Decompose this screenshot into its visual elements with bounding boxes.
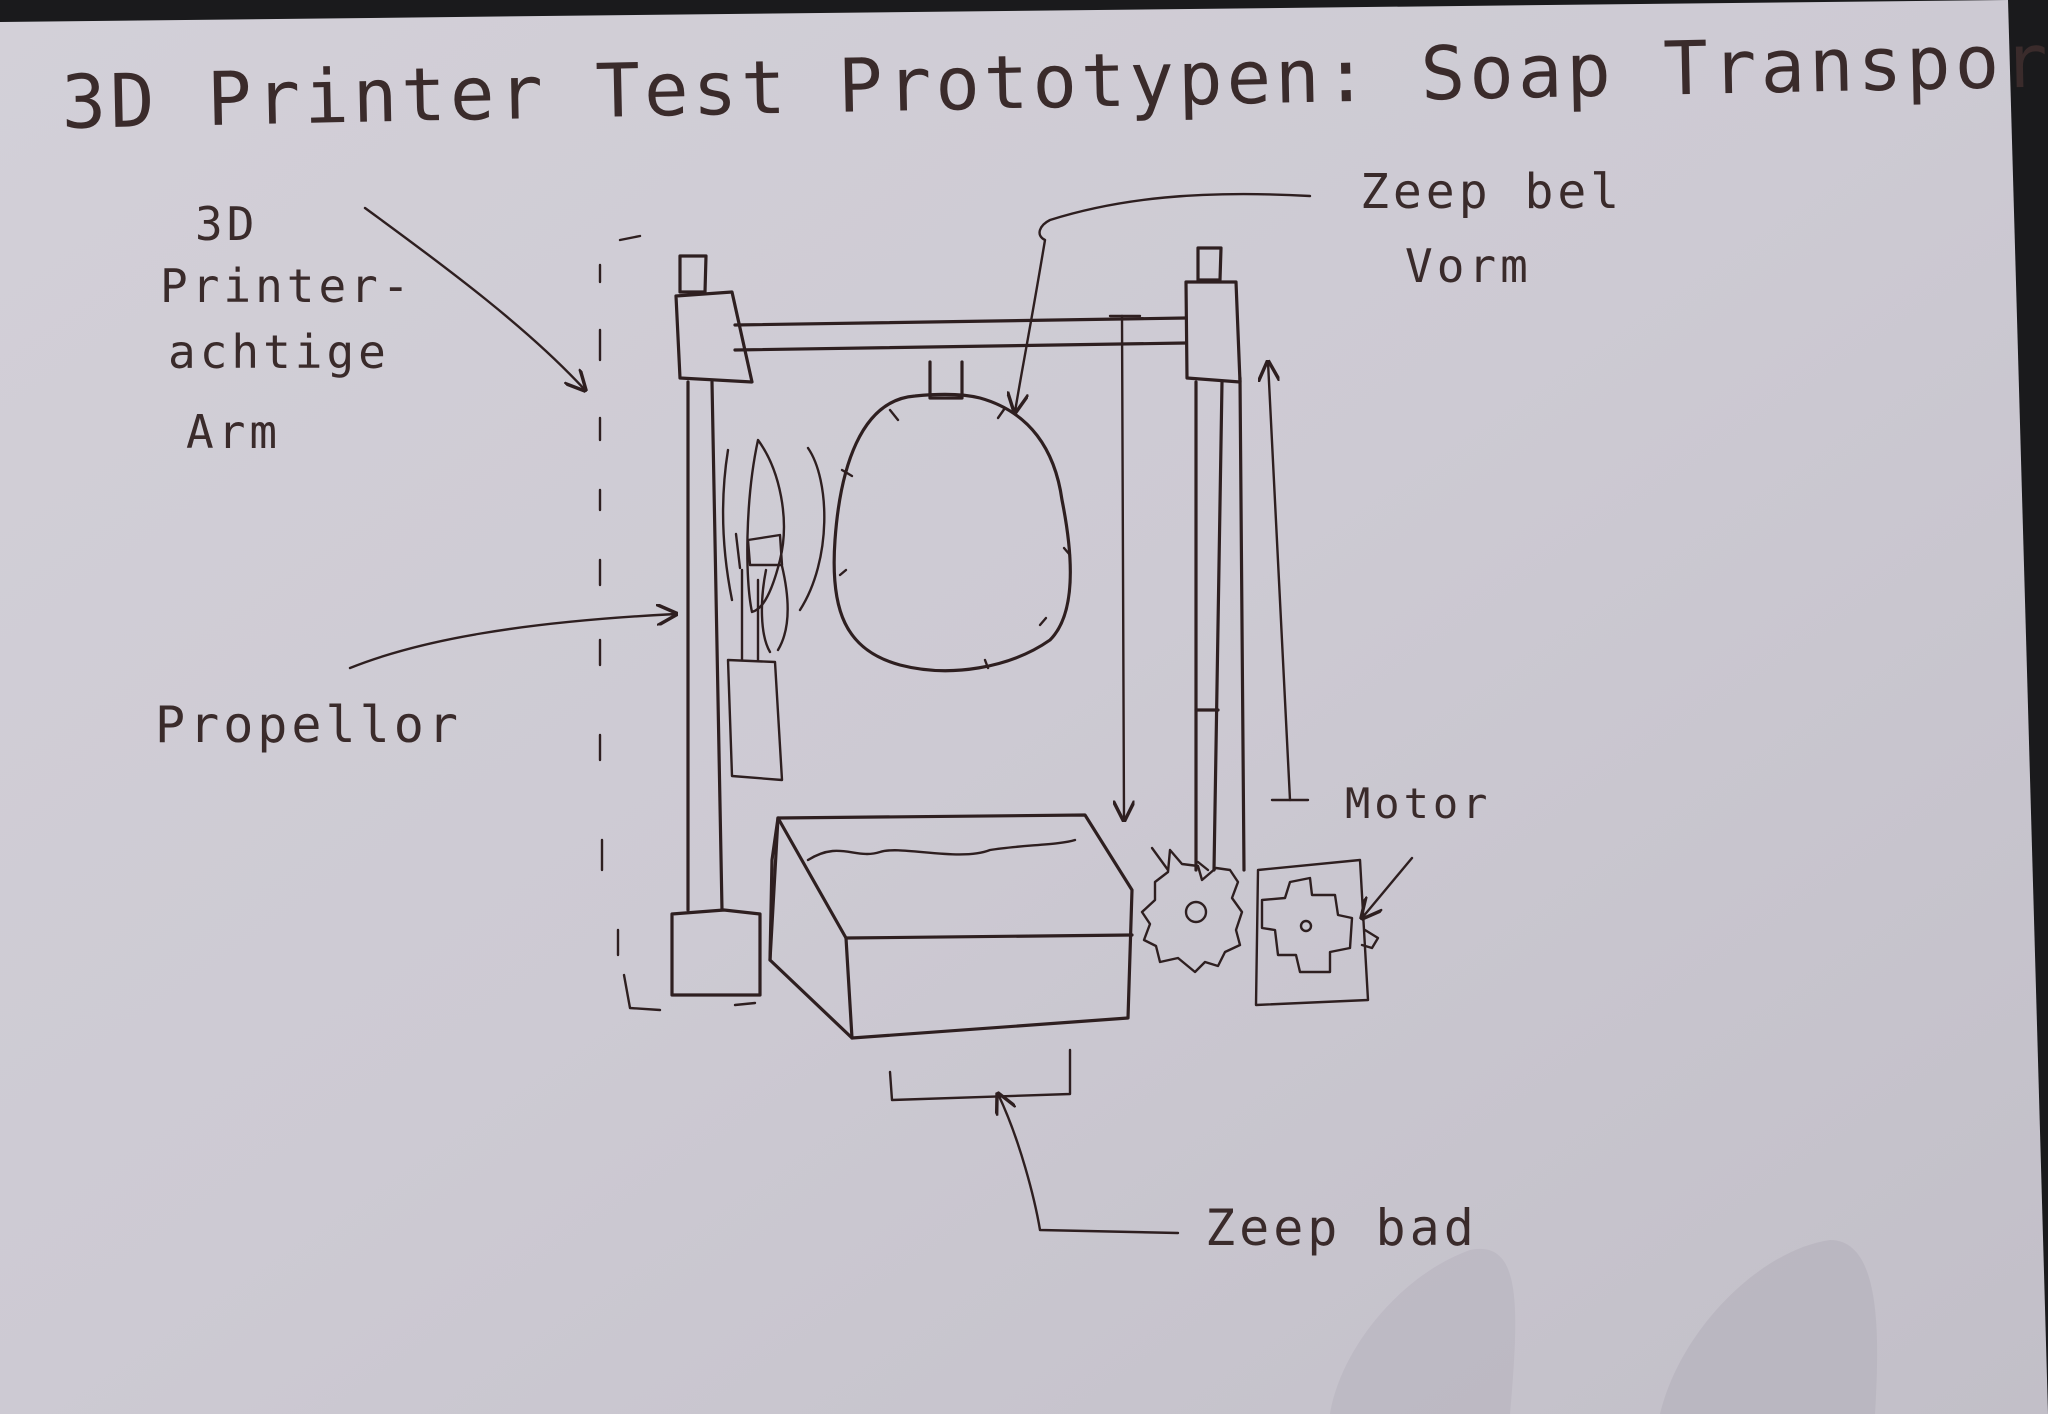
label-bubble-line2: Vorm [1405, 239, 1532, 293]
label-arm-line3: achtige [168, 325, 390, 379]
label-arm-line2: Printer- [160, 259, 414, 313]
label-arm-line1: 3D [195, 197, 258, 251]
label-zeep-bad: Zeep bad [1205, 1199, 1478, 1257]
label-arm-line4: Arm [186, 405, 281, 459]
label-motor: Motor [1345, 779, 1491, 828]
label-bubble-line1: Zeep bel [1360, 164, 1623, 220]
label-propellor: Propellor [155, 696, 462, 754]
